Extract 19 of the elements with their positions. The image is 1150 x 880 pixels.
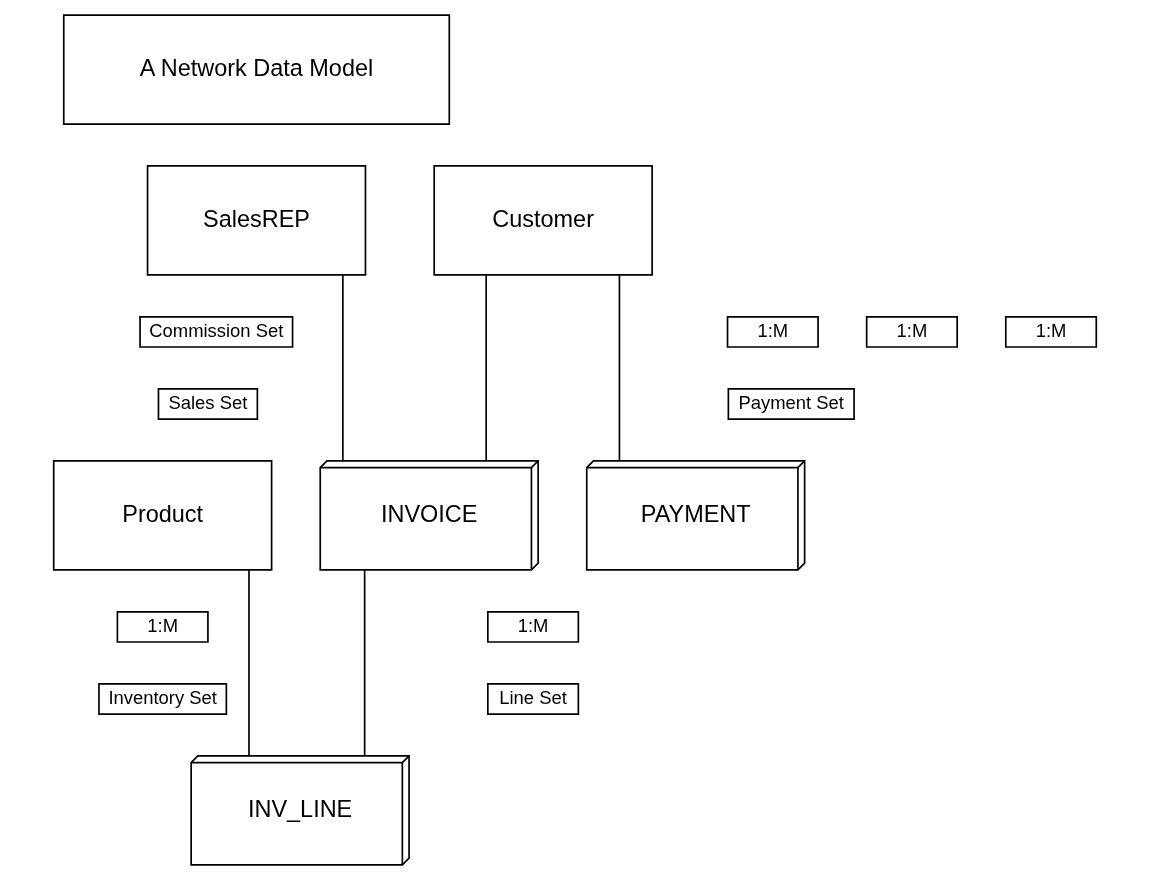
node-box: 1:M <box>865 315 958 348</box>
node-box: Payment Set <box>727 388 855 420</box>
connector <box>363 569 366 757</box>
node-box: Commission Set <box>139 315 294 348</box>
node-box: 1:M <box>487 610 580 643</box>
connector <box>618 274 621 462</box>
connector <box>342 274 344 462</box>
node-box: Line Set <box>487 683 580 715</box>
node-box: 1:M <box>1004 315 1098 348</box>
connector <box>485 274 487 462</box>
node-box: 1:M <box>116 610 209 643</box>
node-box: Product <box>52 460 273 571</box>
node-box: A Network Data Model <box>62 14 451 125</box>
node-box: SalesREP <box>146 165 367 276</box>
node-box: Inventory Set <box>98 683 228 715</box>
connector <box>248 569 250 757</box>
node-box: Sales Set <box>157 388 259 420</box>
node-box: 1:M <box>726 315 819 348</box>
node-box: Customer <box>433 165 653 276</box>
